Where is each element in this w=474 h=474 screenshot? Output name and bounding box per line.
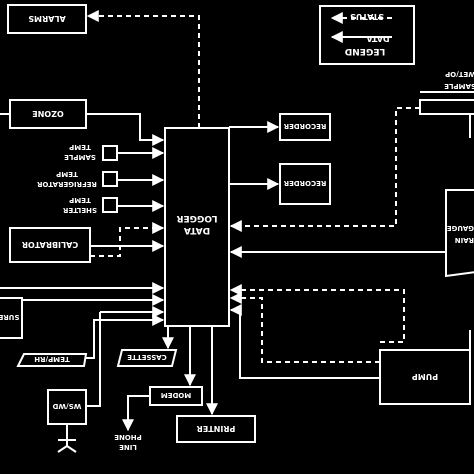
rain-gauge-label-line1: RAIN [455,236,474,244]
alarms-block: ALARMS [7,4,87,34]
pump-block: PUMP [379,349,471,405]
data-line-ws-wd [86,340,101,407]
ozone-block: OZONE [9,99,87,129]
phone-line-label-line2: PHONE [114,433,142,441]
legend-status-label: STATUS [350,12,384,21]
modem-block: MODEM [149,386,203,406]
status-line-pump [229,292,380,363]
data-logger-label-line2: LOGGER [176,213,217,223]
data-logger-label-line1: DATA [184,225,210,235]
refrigerator-temp-box [102,171,118,187]
printer-box [176,415,256,443]
phone-line-label-line1: LINE [119,443,137,451]
sample-temp-label-line2: TEMP [69,143,91,151]
legend: STATUS DATA LEGEND [319,5,415,65]
ws-wd-label: WS/WD [52,402,81,410]
legend-data-label: DATA [366,34,390,43]
cassette-block: CASSETTE [116,349,178,367]
pressure-box [0,297,23,339]
legend-title: LEGEND [345,46,385,56]
anemometer-icon [57,424,77,453]
data-line-temp-rh [86,314,165,359]
refrigerator-temp-label-line2: TEMP [56,170,78,178]
pressure-label: SURE [0,313,19,321]
refrigerator-temp-block: REFRIGERATOR TEMP [36,170,118,188]
data-line-ozone [86,113,165,146]
data-logger-block: DATA LOGGER [164,127,230,327]
modem-label: MODEM [161,391,192,399]
recorder-2-box [279,163,331,205]
ozone-label: OZONE [32,109,64,118]
rain-gauge-box [445,189,474,278]
recorder-2-block: RECORDER [279,163,331,205]
alarms-box [7,4,87,34]
calibrator-box [9,227,91,263]
calibrator-block: CALIBRATOR [9,227,91,263]
cassette-label: CASSETTE [127,353,167,361]
shelter-temp-label-line2: TEMP [69,196,91,204]
shelter-temp-block: SHELTER TEMP [62,196,118,214]
rain-gauge-block: RAIN GAUGE [445,189,474,278]
sample-temp-block: SAMPLE TEMP [64,143,118,161]
pressure-block: SURE [0,297,23,339]
phone-line-label: LINE PHONE [114,433,142,451]
printer-label: PRINTER [197,424,236,433]
data-logger-box [164,127,230,327]
ws-wd-block: WS/WD [47,389,87,453]
sampler-label-line2: WET/OP [445,70,474,78]
ws-wd-box [47,389,87,425]
pump-label: PUMP [412,372,438,381]
sample-temp-box [102,145,118,161]
sample-temp-label-line1: SAMPLE [64,153,96,161]
temp-rh-label: TEMP/RH [34,355,70,363]
data-line-pump [229,304,380,379]
cassette-box [116,349,178,367]
shelter-temp-box [102,197,118,213]
status-line-sampler [229,107,420,232]
refrigerator-temp-label-line1: REFRIGERATOR [36,180,96,188]
recorder-2-label: RECORDER [283,179,326,187]
recorder-1-label: RECORDER [283,122,326,130]
status-line-pump-2 [229,284,405,343]
pump-box [379,349,471,405]
temp-rh-block: TEMP/RH [16,353,88,367]
shelter-temp-label-line1: SHELTER [62,206,97,214]
alarms-label: ALARMS [28,14,66,23]
recorder-1-block: RECORDER [279,113,331,141]
wet-op-sampler-box [419,99,474,115]
recorder-1-box [279,113,331,141]
data-line-phone [122,395,150,432]
calibrator-label: CALIBRATOR [22,240,78,249]
sampler-label-line1: SAMPLE [444,82,474,90]
temp-rh-box [16,353,88,367]
status-line-calibrator [90,222,165,257]
printer-block: PRINTER [176,415,256,443]
status-line-alarms [86,10,200,128]
rain-gauge-label-line2: GAUGE [447,224,474,232]
wet-op-sampler-block: SAMPLE WET/OP [419,70,474,138]
